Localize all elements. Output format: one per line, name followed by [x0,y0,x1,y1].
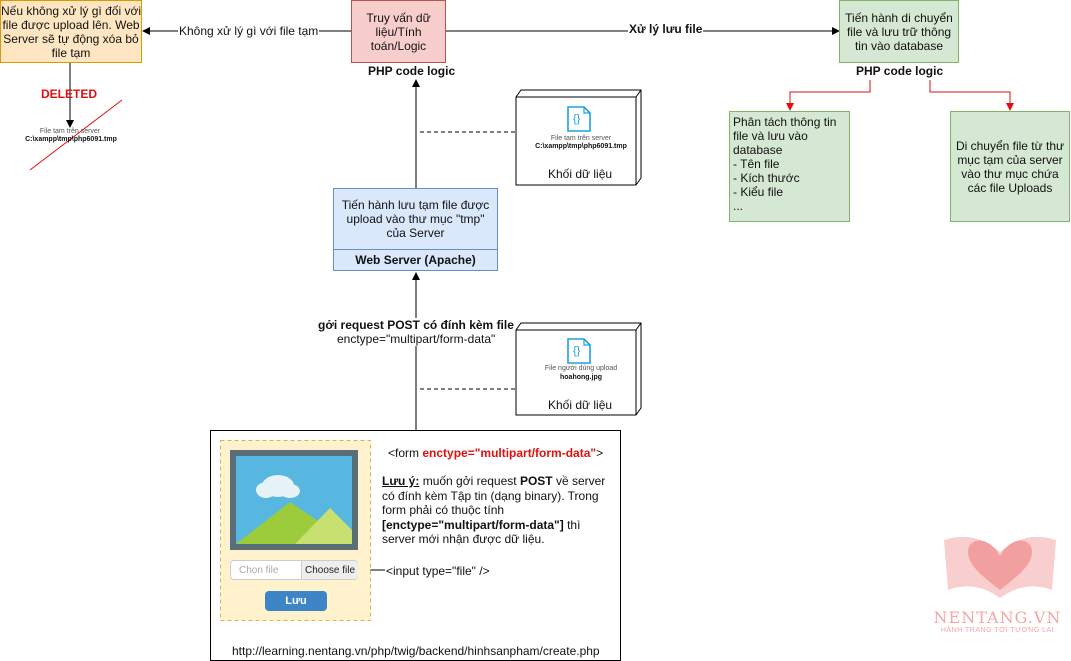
image-placeholder-icon [230,450,358,550]
move-db-box: Tiến hành di chuyển file và lưu trữ thôn… [839,0,959,63]
tmp-file-caption: File tạm trên server [550,135,612,142]
split-info-box: Phân tách thông tin file và lưu vào data… [729,111,850,222]
save-button[interactable]: Lưu [265,591,327,611]
cleanup-text: Nếu không xử lý gì đối với file được upl… [1,3,141,60]
file-icon-glyph-2: {} [573,345,581,357]
file-input-placeholder: Chọn file [239,565,279,576]
label-process-file: Xử lý lưu file [628,22,704,36]
move-uploads-text: Di chuyển file từ thư mục tạm của server… [955,138,1065,195]
split-info-text: Phân tách thông tin file và lưu vào data… [733,115,837,213]
file-icon-shape-1 [567,106,591,132]
form-note: Lưu ý: muốn gởi request POST về server c… [382,474,610,547]
choose-file-button[interactable]: Choose file [301,561,358,579]
request-label-line1: gởi request POST có đính kèm file [318,318,514,332]
deleted-file-caption: File tạm trên server [39,128,101,135]
note-part2: về server có đính kèm Tập tin (dạng bina… [382,474,606,517]
deleted-file-path: C:\xampp\tmp\php6091.tmp [25,136,117,143]
label-no-process: Không xử lý gì với file tạm [178,24,320,38]
webserver-label-box: Web Server (Apache) [333,249,498,271]
data-block-label-1: Khối dữ liệu [548,167,613,181]
nentang-logo-icon [944,536,1056,598]
webserver-top-box: Tiến hành lưu tạm file được upload vào t… [333,188,498,250]
data-block-1-shape [515,89,642,186]
webserver-label-text: Web Server (Apache) [355,253,476,267]
tmp-file-path: C:\xampp\tmp\php6091.tmp [535,143,627,150]
request-label-line2: enctype="multipart/form-data" [337,332,496,346]
user-file-name: hoahong.jpg [560,374,602,381]
input-hint-text: <input type="file" /> [386,564,490,578]
note-attr: [enctype="multipart/form-data"] [382,517,564,532]
move-uploads-box: Di chuyển file từ thư mục tạm của server… [950,111,1070,222]
note-part3: thì server mới nhận được dữ liệu. [382,517,581,547]
note-post: POST [519,474,553,488]
note-part1: muốn gởi request [419,474,520,488]
logo-brand: NENTANG.VN [933,608,1062,627]
label-php-logic-2: PHP code logic [856,64,944,78]
file-icon-glyph-1: {} [573,113,581,125]
arrow-to-split [786,80,871,111]
cleanup-box: Nếu không xử lý gì đối với file được upl… [0,0,142,63]
webserver-top-text: Tiến hành lưu tạm file được upload vào t… [341,198,490,240]
form-tag-attr: enctype="multipart/form-data" [422,446,597,460]
arrow-to-uploads [929,80,1014,111]
form-url: http://learning.nentang.vn/php/twig/back… [232,644,600,658]
data-block-label-2: Khối dữ liệu [548,398,613,412]
move-db-text: Tiến hành di chuyển file và lưu trữ thôn… [845,10,953,53]
query-box: Truy vấn dữ liệu/Tính toán/Logic [351,0,446,63]
user-file-caption: File người dùng upload [544,365,618,372]
form-tag-suffix: > [596,446,604,460]
note-label: Lưu ý: [382,474,420,488]
form-tag-text: <form enctype="multipart/form-data"> [388,446,603,460]
form-tag-prefix: <form [388,446,423,460]
file-icon-shape-2 [567,338,591,364]
query-text: Truy vấn dữ liệu/Tính toán/Logic [366,10,431,53]
data-block-2-shape [515,322,642,416]
label-deleted: DELETED [41,87,98,101]
strike-line [29,99,123,171]
logo-tagline: HÀNH TRANG TỚI TƯƠNG LAI [940,627,1055,634]
label-php-logic-1: PHP code logic [368,64,456,78]
file-input[interactable]: Chọn file Choose file [230,560,358,580]
